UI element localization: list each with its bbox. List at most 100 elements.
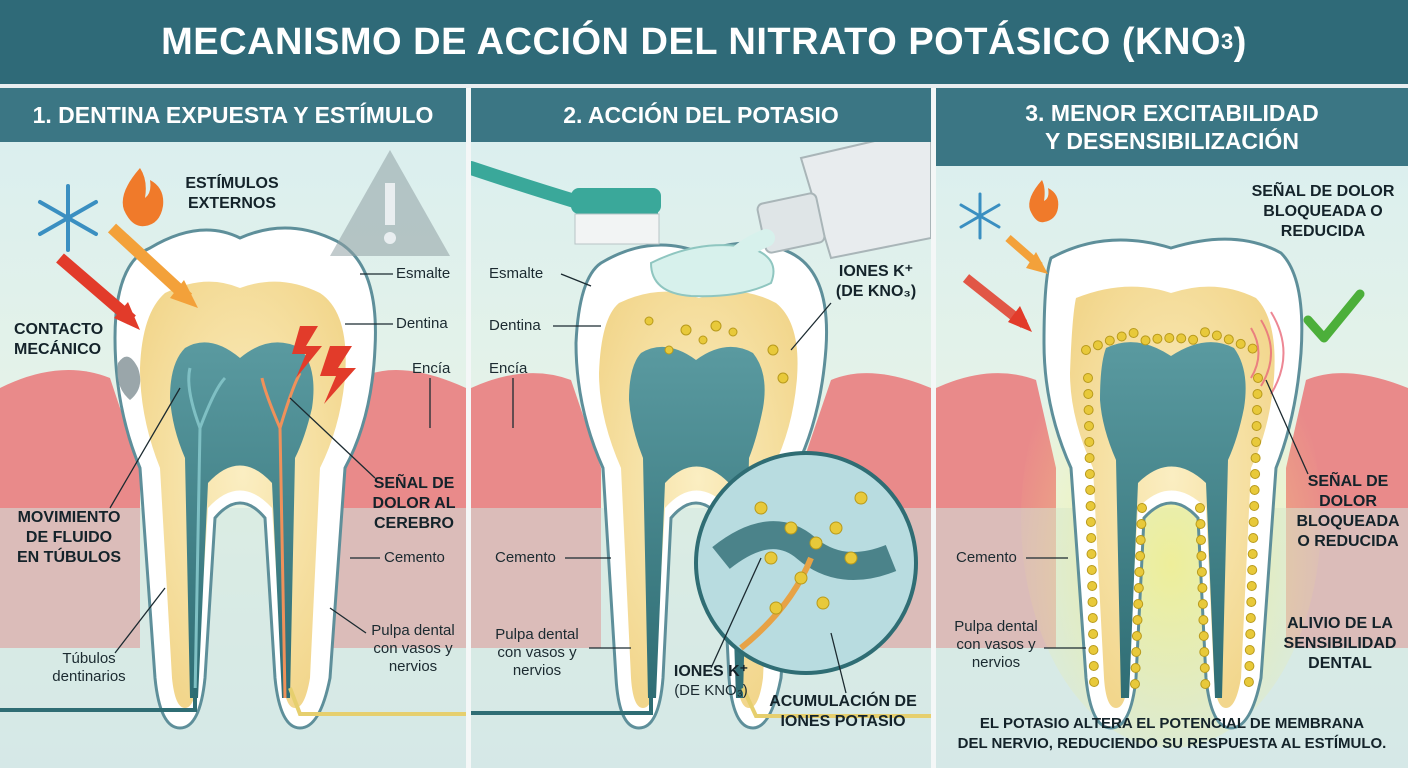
potassium-ion xyxy=(1250,453,1261,463)
potassium-ion xyxy=(1104,335,1115,346)
label-line: Pulpa dental xyxy=(495,626,579,643)
title-main: MECANISMO DE ACCIÓN DEL NITRATO POTÁSICO… xyxy=(161,20,1221,63)
magnified-nerve xyxy=(739,556,814,651)
potassium-ion xyxy=(1134,567,1145,577)
label-line: DOLOR xyxy=(1319,493,1377,510)
potassium-ion xyxy=(1083,405,1094,415)
potassium-ion xyxy=(1088,661,1099,671)
potassium-ion xyxy=(1084,437,1095,447)
label-cemento: Cemento xyxy=(384,549,445,566)
potassium-ion xyxy=(1249,501,1260,511)
potassium-ion xyxy=(1140,335,1151,346)
panel-heading-line: Y DESENSIBILIZACIÓN xyxy=(1045,128,1299,154)
potassium-ion xyxy=(1195,503,1205,513)
potassium-ion xyxy=(1085,517,1096,527)
potassium-ion xyxy=(1250,469,1261,479)
potassium-ion xyxy=(1087,581,1098,591)
potassium-ion xyxy=(1086,533,1097,543)
potassium-ion xyxy=(1200,327,1210,338)
leader-pulpa xyxy=(329,607,367,634)
label-cemento: Cemento xyxy=(956,549,1017,566)
leader-senal xyxy=(289,397,376,479)
label-pulpa-dental: Pulpa dental con vasos y nervios xyxy=(362,622,464,676)
potassium-ion xyxy=(1196,551,1207,561)
label-line: MECÁNICO xyxy=(14,341,102,358)
potassium-ion xyxy=(1211,330,1222,341)
potassium-ion xyxy=(1164,333,1175,343)
label-senal-dolor: SEÑAL DE DOLOR AL CEREBRO xyxy=(366,474,462,534)
label-encia: Encía xyxy=(412,360,451,377)
potassium-ion xyxy=(1245,629,1256,639)
potassium-ion xyxy=(1243,677,1254,687)
leader-iones-top xyxy=(790,302,832,351)
label-encia: Encía xyxy=(489,360,528,377)
label-line: nervios xyxy=(971,654,1021,671)
snowflake-icon xyxy=(38,184,98,252)
label-line: ALIVIO DE LA xyxy=(1287,615,1393,632)
label-line: SEÑAL DE DOLOR xyxy=(1251,183,1395,200)
warning-icon-bar xyxy=(385,183,395,225)
leader-acumulacion xyxy=(830,632,847,694)
potassium-ion xyxy=(1133,583,1144,593)
tooth-pulp xyxy=(170,342,314,698)
label-line: IONES K⁺ xyxy=(838,263,914,280)
panel-accion-potasio: 2. ACCIÓN DEL POTASIO Esmalte Dentina En… xyxy=(471,88,931,768)
potassium-ion xyxy=(1248,533,1259,543)
potassium-ion xyxy=(1198,631,1209,641)
check-icon xyxy=(1303,289,1365,343)
label-esmalte: Esmalte xyxy=(489,265,544,282)
label-tubulos: Túbulos dentinarios xyxy=(34,650,144,686)
label-line: BLOQUEADA O xyxy=(1263,203,1383,220)
label-esmalte: Esmalte xyxy=(396,265,451,282)
potassium-ion xyxy=(1252,405,1262,415)
potassium-ion xyxy=(1196,567,1207,577)
label-iones-bottom: IONES K⁺ (DE KNO₃) xyxy=(661,662,761,700)
nerve-exit-left xyxy=(0,688,197,712)
label-line: O REDUCIDA xyxy=(1297,533,1399,550)
label-line: nervios xyxy=(388,658,438,675)
toothpaste-tube-icon xyxy=(722,126,931,272)
potassium-ion xyxy=(1246,581,1257,591)
label-line: BLOQUEADA xyxy=(1296,513,1400,530)
label-line: DOLOR AL xyxy=(372,495,456,512)
panel-dentina-expuesta: 1. DENTINA EXPUESTA Y ESTÍMULO ESTÍMULOS… xyxy=(0,88,466,768)
blocked-signal-waves xyxy=(1250,311,1285,395)
potassium-ion xyxy=(1251,421,1262,431)
leader-tubulos xyxy=(114,587,166,654)
lightning-icon xyxy=(320,346,356,404)
potassium-ion xyxy=(1089,677,1100,687)
potassium-ion xyxy=(1131,631,1142,641)
potassium-ion xyxy=(1086,565,1097,575)
nerve-left xyxy=(187,367,227,699)
lightning-icon xyxy=(292,326,322,378)
snowflake-icon xyxy=(959,192,1001,240)
label-cemento: Cemento xyxy=(495,549,556,566)
potassium-ion xyxy=(1128,328,1139,338)
mechanism-note: EL POTASIO ALTERA EL POTENCIAL DE MEMBRA… xyxy=(944,714,1400,754)
label-line: REDUCIDA xyxy=(1280,223,1366,240)
potassium-ion xyxy=(1198,615,1209,625)
potassium-ion xyxy=(1197,599,1208,609)
stimulus-arrow-orange-head xyxy=(170,280,198,308)
potassium-ion xyxy=(1196,535,1206,545)
potassium-ion xyxy=(1084,453,1095,463)
leader-iones-bottom xyxy=(710,557,762,669)
potassium-ions xyxy=(644,316,789,384)
label-line: IONES K⁺ xyxy=(673,663,749,680)
potassium-ion xyxy=(1081,345,1091,355)
label-line: SEÑAL DE xyxy=(1307,473,1389,490)
potassium-ion xyxy=(1244,661,1255,671)
potassium-ion xyxy=(1152,333,1163,344)
potassium-ion xyxy=(1135,551,1146,561)
stimulus-arrow-orange-head xyxy=(1026,252,1048,274)
label-senal-bloqueada-right: SEÑAL DE DOLOR BLOQUEADA O REDUCIDA xyxy=(1294,472,1402,552)
label-line: ACUMULACIÓN DE xyxy=(769,693,917,710)
nerve-exit-left xyxy=(471,688,653,715)
label-line: con vasos y xyxy=(497,644,577,661)
panel-heading-line: 3. MENOR EXCITABILIDAD xyxy=(1025,100,1319,126)
label-line: dentinarios xyxy=(52,668,126,685)
title-subscript: 3 xyxy=(1220,29,1234,54)
label-line: (DE KNO₃) xyxy=(835,283,917,300)
potassium-ion xyxy=(1223,334,1234,345)
